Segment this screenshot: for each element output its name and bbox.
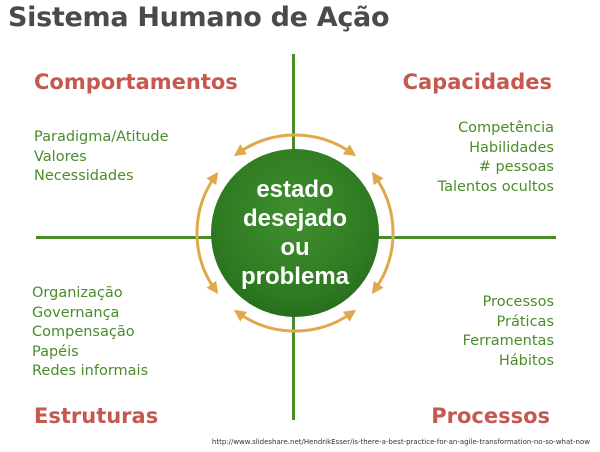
list-item: Organização — [32, 285, 123, 301]
arc-arrow-top — [233, 133, 357, 157]
list-item: Talentos ocultos — [437, 178, 554, 195]
list-item: Papéis — [32, 343, 79, 360]
arc-arrow-left — [195, 171, 219, 295]
estruturas-list: Organização Governança Compensação Papéi… — [32, 284, 148, 382]
source-url: http://www.slideshare.net/HendrikEsser/i… — [211, 438, 590, 446]
list-item: # pessoas — [478, 159, 554, 175]
quadrant-title-capacidades: Capacidades — [402, 70, 552, 94]
list-item: Competência — [458, 120, 554, 136]
arc-arrow-bottom — [233, 309, 357, 333]
comportamentos-list: Paradigma/Atitude Valores Necessidades — [34, 128, 169, 187]
central-circle: estado desejado ou problema — [211, 149, 379, 317]
arc-arrow-right — [371, 171, 395, 295]
center-text-line: estado — [256, 176, 334, 203]
processos-list: Processos Práticas Ferramentas Hábitos — [463, 293, 554, 371]
list-item: Compensação — [32, 324, 135, 340]
list-item: Governança — [32, 304, 120, 321]
list-item: Processos — [482, 294, 554, 310]
list-item: Paradigma/Atitude — [34, 129, 169, 145]
capacidades-list: Competência Habilidades # pessoas Talent… — [438, 119, 554, 197]
page-title: Sistema Humano de Ação — [8, 2, 390, 33]
list-item: Habilidades — [469, 139, 554, 156]
center-text-line: desejado — [242, 205, 348, 232]
list-item: Práticas — [496, 313, 554, 330]
quadrant-title-comportamentos: Comportamentos — [34, 70, 238, 94]
list-item: Valores — [34, 148, 87, 165]
list-item: Hábitos — [498, 352, 554, 369]
list-item: Necessidades — [34, 168, 134, 184]
center-text-line: ou — [280, 234, 310, 261]
list-item: Ferramentas — [462, 333, 554, 349]
quadrant-title-processos: Processos — [431, 404, 550, 428]
center-text-line: problema — [240, 263, 350, 290]
quadrant-title-estruturas: Estruturas — [34, 404, 159, 428]
list-item: Redes informais — [32, 363, 149, 379]
